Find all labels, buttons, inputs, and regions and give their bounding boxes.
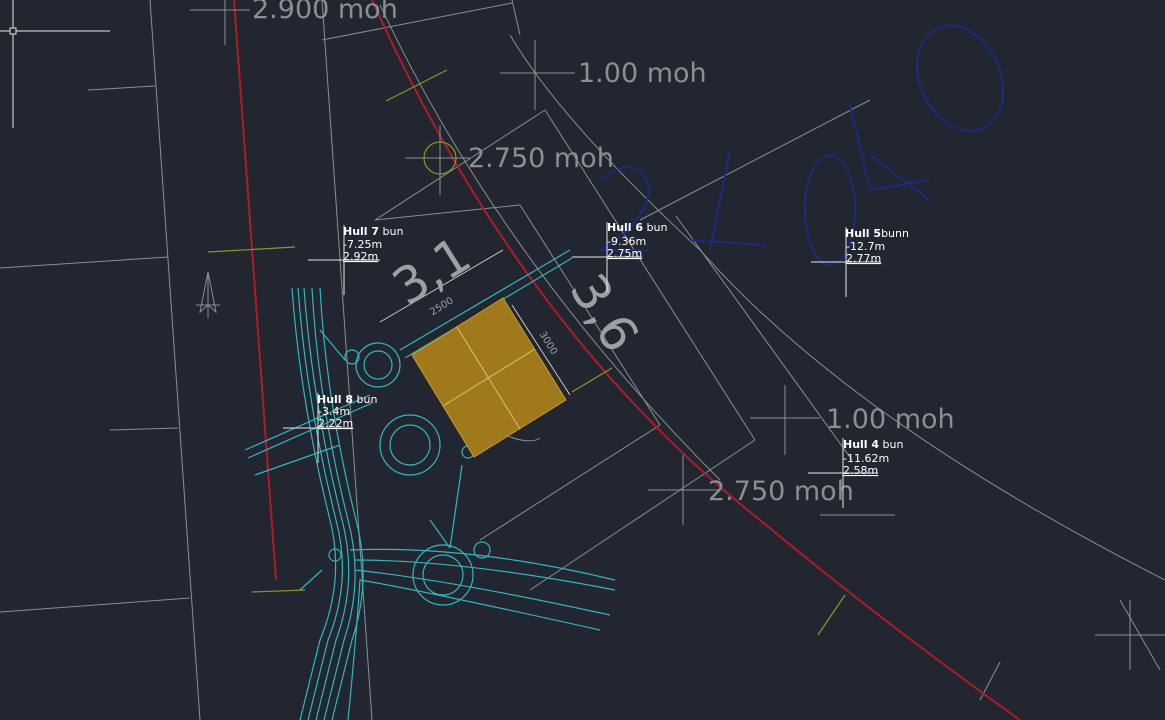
north-arrow-icon xyxy=(196,271,220,318)
dimension-label: 3000 xyxy=(536,330,559,357)
hole-depth: -11.62m xyxy=(843,452,889,465)
elevation-label: 1.00 moh xyxy=(826,404,955,435)
hole-level: 2.75m xyxy=(607,247,642,260)
hole-level: 2.92m xyxy=(343,250,378,263)
hole-level: 2.58m xyxy=(843,464,878,477)
hole-labels: Hull 7 bun -7.25m 2.92m Hull 6 bun -9.36… xyxy=(317,221,909,477)
elevation-label: 2.900 moh xyxy=(252,0,398,25)
hole-depth: -3.4m xyxy=(318,405,350,418)
dimension-label: 3,1 xyxy=(383,225,481,316)
red-boundary-lines xyxy=(233,0,1021,720)
crosshair-markers xyxy=(190,0,1165,670)
hole-label-7: Hull 7 bun xyxy=(343,225,404,238)
hole-label-4: Hull 4 bun xyxy=(843,438,904,451)
hole-markers xyxy=(283,222,881,508)
hole-depth: -9.36m xyxy=(607,235,646,248)
elevation-label: 2.750 moh xyxy=(468,143,614,174)
hole-level: 2.22m xyxy=(318,417,353,430)
hole-label-5: Hull 5bunn xyxy=(845,227,909,240)
cyan-road-network xyxy=(244,249,616,720)
hole-level: 2.77m xyxy=(846,252,881,265)
dimension-label: 3,6 xyxy=(559,264,650,362)
crosshair-cursor-icon xyxy=(0,0,110,128)
hole-label-8: Hull 8 bun xyxy=(317,393,378,406)
hole-label-6: Hull 6 bun xyxy=(607,221,668,234)
blue-sketch-annotations xyxy=(599,24,1004,266)
hole-depth: -7.25m xyxy=(343,238,382,251)
hole-depth: -12.7m xyxy=(846,240,885,253)
elevation-label: 2.750 moh xyxy=(708,476,854,507)
elevation-labels: 2.900 moh 1.00 moh 2.750 moh 1.00 moh 2.… xyxy=(252,0,955,507)
building-footprint xyxy=(379,249,571,458)
elevation-label: 1.00 moh xyxy=(578,58,707,89)
